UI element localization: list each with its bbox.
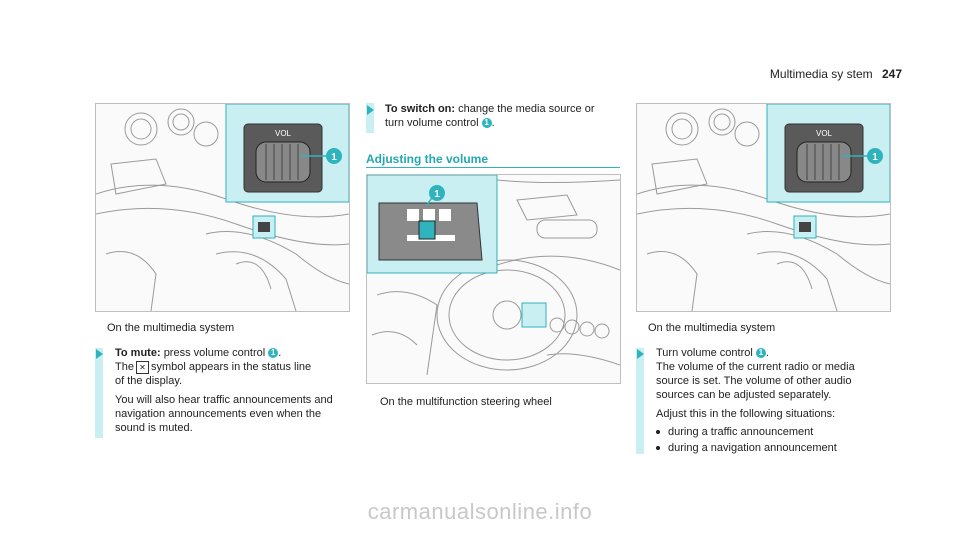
- section-title: Multimedia sy stem: [769, 67, 873, 81]
- svg-text:1: 1: [331, 152, 337, 163]
- middle-caption: On the multifunction steering wheel: [380, 396, 552, 408]
- right-caption: On the multimedia system: [648, 322, 776, 334]
- list-item: during a navigation announcement: [656, 441, 896, 455]
- figure-multimedia-left: VOL 1: [95, 103, 350, 312]
- step-arrow-icon: [96, 349, 103, 359]
- figure-steering-wheel: 1: [366, 174, 621, 384]
- right-note-bar: [636, 348, 644, 454]
- page-number: 247: [881, 67, 902, 81]
- mute-instructions: To mute: press volume control 1. The✕sym…: [115, 347, 333, 434]
- heading-rule: [366, 167, 620, 168]
- volume-instructions: Turn volume control 1. The volume of the…: [656, 346, 896, 455]
- middle-note-bar: [366, 103, 374, 133]
- svg-text:1: 1: [434, 189, 440, 200]
- section-heading: Adjusting the volume: [366, 152, 489, 166]
- switch-on-instructions: To switch on: change the media source or…: [385, 103, 595, 129]
- step-arrow-icon: [367, 105, 374, 115]
- step-arrow-icon: [637, 349, 644, 359]
- callout-1-icon: 1: [755, 348, 766, 359]
- callout-1-icon: [429, 185, 445, 201]
- vol-label: VOL: [816, 129, 833, 138]
- watermark: carmanualsonline.info: [367, 499, 593, 524]
- callout-1-icon: 1: [268, 348, 279, 359]
- svg-text:1: 1: [872, 152, 878, 163]
- list-item: during a traffic announcement: [656, 425, 896, 439]
- page-header: Multimedia sy stem 247: [770, 67, 902, 81]
- left-caption: On the multimedia system: [107, 322, 235, 334]
- left-note-bar: [95, 348, 103, 438]
- callout-1-icon: [867, 148, 883, 164]
- callout-1-icon: 1: [481, 118, 492, 129]
- bullet-icon: [656, 446, 660, 451]
- mute-speaker-icon: ✕: [135, 360, 149, 374]
- vol-label: VOL: [275, 129, 292, 138]
- bullet-icon: [656, 430, 660, 435]
- figure-multimedia-right: VOL 1: [636, 103, 891, 312]
- callout-1-icon: [326, 148, 342, 164]
